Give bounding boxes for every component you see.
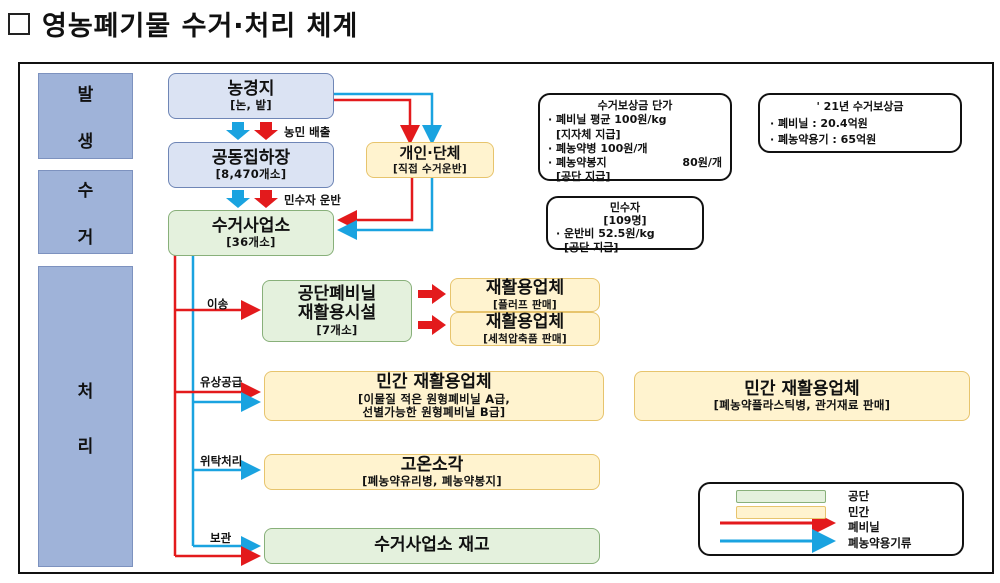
- node-title: 고온소각: [400, 454, 464, 475]
- note-2021-compensation: ' 21년 수거보상금 · 폐비닐 : 20.4억원 · 폐농약용기 : 65억…: [758, 93, 962, 153]
- node-recycler-fluff: 재활용업체 [플러프 판매]: [450, 278, 600, 312]
- node-title: 재활용업체: [485, 278, 565, 299]
- note-title: 민수자: [609, 201, 641, 214]
- label-transfer: 이송: [207, 297, 229, 311]
- node-office-stock: 수거사업소 재고: [264, 528, 600, 564]
- checkbox-square-icon: [8, 12, 30, 35]
- legend-swatch-private: [736, 506, 826, 519]
- node-title: 개인·단체: [399, 144, 461, 163]
- page-title: 영농폐기물 수거·처리 체계: [8, 4, 358, 43]
- node-title: 민간 재활용업체: [376, 372, 492, 392]
- note-line: · 운반비 52.5원/kg: [556, 227, 655, 241]
- note-title: ' 21년 수거보상금: [816, 100, 904, 113]
- note-line: 80원/개: [682, 156, 722, 170]
- node-incineration: 고온소각 [폐농약유리병, 폐농약봉지]: [264, 454, 600, 490]
- down-arrow-blue: [226, 122, 250, 208]
- arrow-red: [337, 178, 414, 230]
- node-sub: [세척압축품 판매]: [483, 332, 567, 345]
- node-title: 재활용시설: [297, 303, 377, 324]
- node-collection-point: 공동집하장 [8,470개소]: [168, 142, 334, 188]
- note-line: [공단 지급]: [564, 240, 619, 254]
- note-line: · 폐비닐 평균 100원/kg: [548, 113, 667, 127]
- stage-process: 처 리: [38, 266, 133, 567]
- node-private-recycler-plastic: 민간 재활용업체 [폐농약플라스틱병, 관거재료 판매]: [634, 371, 970, 421]
- node-title: 수거사업소 재고: [374, 535, 490, 556]
- node-title: 재활용업체: [485, 312, 565, 333]
- node-sub: [폐농약플라스틱병, 관거재료 판매]: [713, 398, 891, 413]
- label-farmer-discharge: 농민 배출: [284, 125, 331, 139]
- node-title: 수거사업소: [211, 215, 291, 236]
- legend-label: 폐비닐: [848, 520, 880, 534]
- label-resident-transport: 민수자 운반: [284, 193, 341, 207]
- node-private-recycler-vinyl: 민간 재활용업체 [이물질 적은 원형폐비닐 A급, 선별가능한 원형폐비닐 B…: [264, 371, 604, 421]
- block-arrow-red: [418, 284, 446, 304]
- legend: [698, 482, 964, 556]
- node-corp-recycling-facility: 공단폐비닐 재활용시설 [7개소]: [262, 280, 412, 342]
- label-consign: 위탁처리: [200, 454, 243, 468]
- node-title: 농경지: [227, 78, 275, 99]
- label-paid-supply: 유상공급: [200, 375, 243, 389]
- node-recycler-compressed: 재활용업체 [세척압축품 판매]: [450, 312, 600, 346]
- node-title: 민간 재활용업체: [744, 378, 860, 399]
- arrow-red: [334, 98, 420, 145]
- node-sub: [8,470개소]: [215, 167, 287, 182]
- label-store: 보관: [210, 531, 232, 545]
- node-sub: [7개소]: [316, 322, 358, 337]
- node-collection-office: 수거사업소 [36개소]: [168, 210, 334, 256]
- stage-label: 처: [77, 381, 94, 402]
- node-sub: [이물질 적은 원형폐비닐 A급,: [357, 391, 510, 406]
- note-line: [지자체 지급]: [556, 127, 621, 141]
- arrow-blue: [337, 178, 434, 240]
- legend-label: 폐농약용기류: [848, 536, 912, 550]
- down-arrow-red: [254, 122, 278, 208]
- block-arrow-red: [418, 315, 446, 335]
- legend-label: 공단: [848, 489, 870, 503]
- node-individual-group: 개인·단체 [직접 수거운반]: [366, 142, 494, 178]
- stage-occur: 발 생: [38, 73, 133, 159]
- page-title-text: 영농폐기물 수거·처리 체계: [42, 11, 359, 42]
- node-sub: 선별가능한 원형폐비닐 B급]: [362, 404, 506, 419]
- stage-label: 발: [77, 85, 94, 105]
- node-sub: [직접 수거운반]: [393, 162, 467, 175]
- node-sub: [논, 밭]: [230, 98, 272, 113]
- stage-label: 리: [77, 436, 94, 457]
- note-unit-price: 수거보상금 단가 · 폐비닐 평균 100원/kg [지자체 지급] · 폐농약…: [538, 93, 732, 184]
- stage-collect: 수 거: [38, 170, 133, 254]
- legend-label: 민간: [848, 505, 870, 519]
- note-line: · 폐비닐 : 20.4억원: [770, 116, 868, 130]
- node-farmland: 농경지 [논, 밭]: [168, 73, 334, 119]
- node-sub: [36개소]: [226, 235, 276, 250]
- node-title: 공단폐비닐: [297, 283, 377, 304]
- note-line: [109명]: [603, 214, 647, 228]
- arrow-blue: [334, 92, 442, 145]
- note-line: [공단 지급]: [556, 170, 611, 184]
- stage-label: 생: [77, 132, 94, 152]
- stage-label: 거: [77, 228, 94, 248]
- node-sub: [플러프 판매]: [493, 298, 557, 311]
- note-line: · 폐농약병 100원/개: [548, 141, 648, 155]
- node-sub: [폐농약유리병, 폐농약봉지]: [362, 474, 502, 489]
- note-line: · 폐농약용기 : 65억원: [770, 133, 877, 146]
- node-title: 공동집하장: [211, 147, 291, 168]
- note-title: 수거보상금 단가: [597, 99, 673, 112]
- stage-label: 수: [77, 181, 94, 201]
- legend-swatch-corp: [736, 490, 826, 503]
- note-resident-carriers: 민수자 [109명] · 운반비 52.5원/kg [공단 지급]: [546, 196, 704, 254]
- note-line: · 폐농약봉지: [548, 156, 607, 170]
- diagram-frame: [18, 62, 994, 574]
